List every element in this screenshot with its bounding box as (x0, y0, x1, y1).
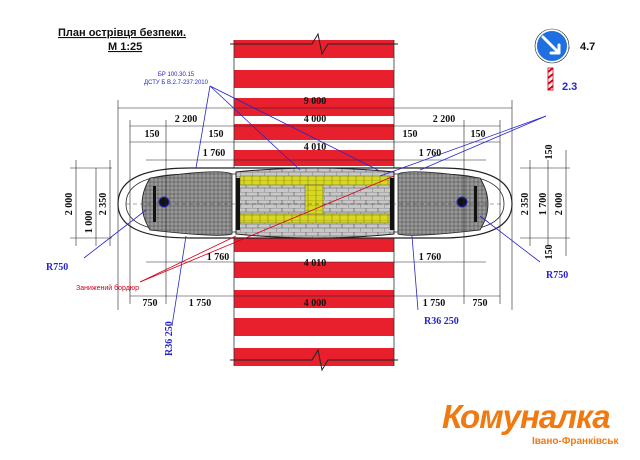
dim-right-1700: 1 700 (538, 193, 549, 216)
dim-left-2000: 2 000 (64, 193, 75, 216)
standard-line1: БР 100.30.15 (158, 72, 195, 78)
sign-code: 4.7 (580, 41, 595, 53)
radius-right-small: R36 250 (424, 316, 459, 327)
note-leaders (139, 175, 395, 283)
plan-title-line1: План острівця безпеки. (58, 27, 186, 39)
dim-right-150-bot: 150 (544, 245, 555, 260)
brand-logo: Комуналка (442, 398, 611, 435)
left-nose-paving (141, 171, 233, 236)
marking-post-icon (547, 67, 554, 91)
dim-side-top-right: 2 200 (433, 114, 456, 125)
dim-side-top-left: 2 200 (175, 114, 198, 125)
dim-gap-top-left2: 150 (209, 129, 224, 140)
marking-code: 2.3 (562, 81, 577, 93)
dim-bot-mid: 4 000 (304, 298, 327, 309)
radius-right: R750 (546, 270, 568, 281)
zebra-crossing (230, 32, 398, 372)
dim-right-2350: 2 350 (520, 193, 531, 216)
dim-bot-left-750: 750 (143, 298, 158, 309)
dim-gap-top-right: 150 (403, 129, 418, 140)
road-sign-keep-right-icon (534, 28, 570, 64)
dim-total: 9 000 (304, 96, 327, 107)
dim-left-1000: 1 000 (84, 211, 95, 234)
dim-right-2000: 2 000 (554, 193, 565, 216)
dim-gap-top-right2: 150 (471, 129, 486, 140)
dim-cut-bottom-left: 1 760 (207, 252, 230, 263)
right-nose-paving (397, 171, 489, 236)
lowered-curb-note: Занижений бордюр (76, 284, 139, 292)
dim-left-2350: 2 350 (98, 193, 109, 216)
standard-line2: ДСТУ Б В.2.7-237:2010 (144, 80, 209, 86)
dim-right-150-top: 150 (544, 145, 555, 160)
radius-left-small: R36 250 (164, 321, 175, 356)
plan-title-line2: М 1:25 (108, 41, 142, 53)
dim-island: 4 000 (304, 114, 327, 125)
leader-lines (83, 47, 570, 327)
dimension-lines (70, 100, 570, 310)
dim-inner-bottom: 4 010 (304, 258, 327, 269)
dim-cut-top-left: 1 760 (203, 148, 226, 159)
dim-bot-left-1750: 1 750 (189, 298, 212, 309)
dim-bot-right-1750: 1 750 (423, 298, 446, 309)
dim-bot-right-750: 750 (473, 298, 488, 309)
dim-cut-bottom-right: 1 760 (419, 252, 442, 263)
island-body (117, 167, 513, 239)
dim-inner-top: 4 010 (304, 142, 327, 153)
brand-city: Івано-Франківськ (532, 436, 619, 447)
radius-left: R750 (46, 262, 68, 273)
dim-gap-top-left: 150 (145, 129, 160, 140)
dim-cut-top-right: 1 760 (419, 148, 442, 159)
